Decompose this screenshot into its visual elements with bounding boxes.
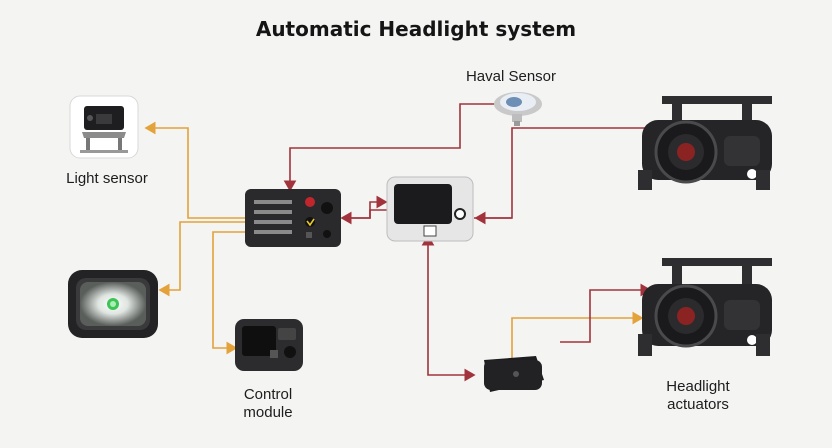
headlamp-device xyxy=(68,270,158,338)
light-sensor-label: Light sensor xyxy=(66,170,148,187)
link-ecu-to-light-sensor xyxy=(144,121,248,219)
diagram-title: Automatic Headlight system xyxy=(255,17,577,41)
link-ecu-to-control-module xyxy=(212,231,248,355)
link-display-to-hub xyxy=(427,246,476,382)
link-display-to-ecu xyxy=(340,209,388,225)
control-module-label-line1: Control xyxy=(243,386,293,403)
headlight-actuators-label-line2: actuators xyxy=(667,396,729,413)
display-module xyxy=(386,176,474,242)
link-to-lower-actuator xyxy=(560,283,652,343)
link-hub-to-lower-actuator xyxy=(511,311,644,372)
orange-links xyxy=(144,121,644,372)
control-module-label-line2: module xyxy=(243,404,293,421)
link-ecu-to-display xyxy=(342,195,388,219)
ecu-unit xyxy=(245,189,341,247)
link-haval-sensor-to-ecu xyxy=(283,103,502,192)
control-module-label: Control module xyxy=(218,386,318,422)
headlight-actuator-upper xyxy=(638,96,772,190)
haval-sensor-label: Haval Sensor xyxy=(465,68,557,85)
light-sensor-device xyxy=(69,95,139,159)
headlight-actuator-lower xyxy=(638,258,772,356)
hub-box xyxy=(484,356,544,392)
headlight-actuators-label: Headlight actuators xyxy=(640,378,756,414)
red-links xyxy=(283,103,666,382)
control-module-device xyxy=(235,319,303,371)
haval-sensor-device xyxy=(494,92,542,126)
link-ecu-to-lamp xyxy=(158,221,248,297)
headlight-actuators-label-line1: Headlight xyxy=(666,378,730,395)
